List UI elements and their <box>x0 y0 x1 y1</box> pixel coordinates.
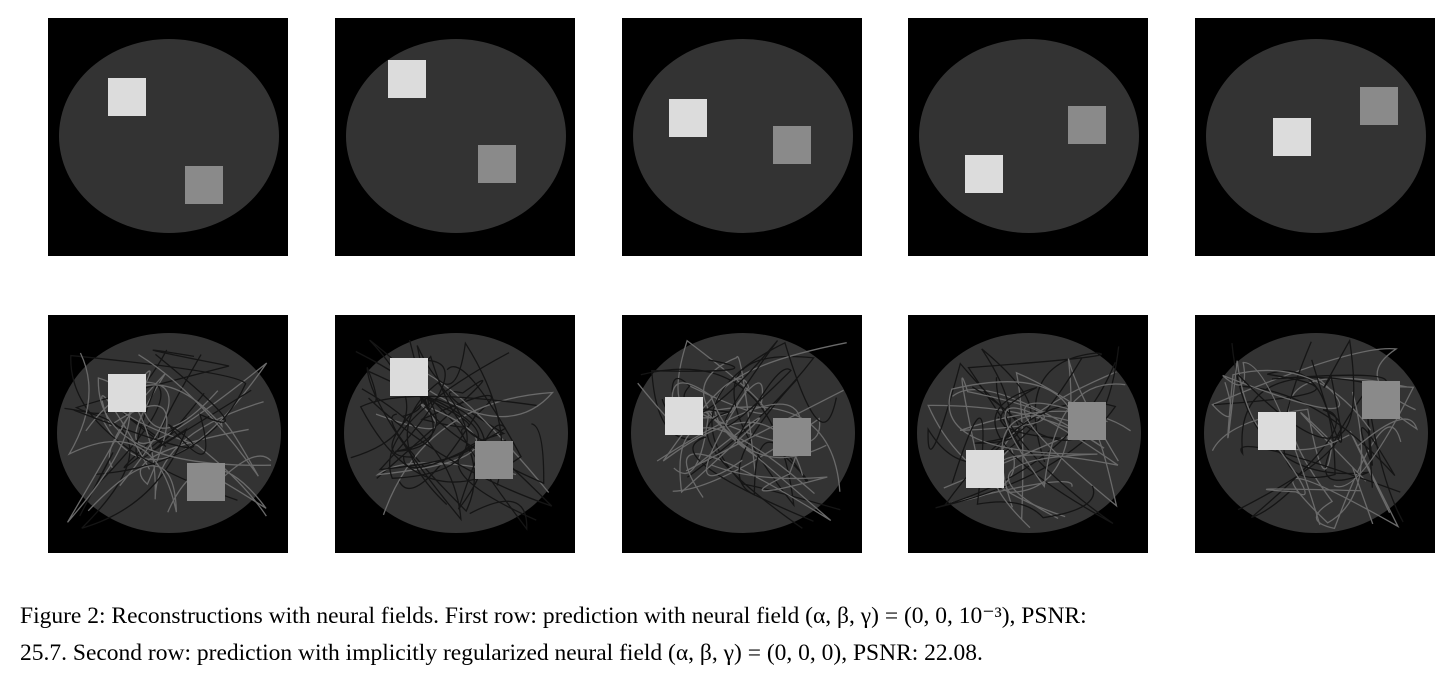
reconstruction-image-row2-col2 <box>335 315 575 553</box>
reconstruction-image-row2-col3 <box>622 315 862 553</box>
artifact-streak <box>79 383 205 517</box>
caption-label: Figure 2: <box>20 603 106 629</box>
artifact-streak <box>673 411 832 522</box>
artifact-streak <box>935 362 1117 509</box>
artifact-streak <box>64 389 252 529</box>
artifact-streak <box>948 381 1098 520</box>
phantom-ellipse <box>59 39 279 233</box>
artifact-streak <box>1211 347 1416 418</box>
phantom-ellipse <box>346 39 566 233</box>
bright-square <box>388 60 426 98</box>
gray-square <box>478 145 516 183</box>
bright-square <box>390 358 428 396</box>
artifact-streak <box>738 379 809 496</box>
artifact-streak <box>388 352 510 505</box>
artifact-streak <box>1287 377 1407 530</box>
artifact-streak <box>711 341 841 511</box>
artifact-streak <box>959 377 1131 458</box>
artifact-streak <box>1237 338 1355 443</box>
artifact-streak <box>1211 408 1367 482</box>
reconstruction-image-row1-col1 <box>48 18 288 256</box>
artifact-streak <box>417 355 545 485</box>
caption-line-1: Reconstructions with neural fields. Firs… <box>111 603 1087 629</box>
artifact-streak <box>1261 426 1374 525</box>
artifact-streak <box>73 353 226 455</box>
bright-square <box>108 374 146 412</box>
gray-square <box>1362 381 1400 419</box>
gray-square <box>187 463 225 501</box>
gray-square <box>773 418 811 456</box>
artifact-streak <box>408 339 503 486</box>
bright-square <box>1258 412 1296 450</box>
gray-square <box>773 126 811 164</box>
artifact-streak <box>67 352 178 513</box>
artifact-streak <box>375 403 517 476</box>
bright-square <box>966 450 1004 488</box>
artifact-streak <box>662 378 804 477</box>
reconstruction-image-row1-col3 <box>622 18 862 256</box>
artifact-streak <box>1292 391 1400 529</box>
artifact-streak <box>101 395 249 486</box>
artifact-streak <box>640 356 815 508</box>
artifact-streak <box>951 417 1095 519</box>
bright-square <box>108 78 146 116</box>
figure-caption: Figure 2: Reconstructions with neural fi… <box>20 598 1440 672</box>
artifact-streak <box>123 354 202 469</box>
gray-square <box>185 166 223 204</box>
bright-square <box>1273 118 1311 156</box>
artifact-streak <box>679 389 844 495</box>
artifact-streak <box>361 367 462 522</box>
bright-square <box>669 99 707 137</box>
artifact-streak <box>382 364 555 516</box>
phantom-ellipse <box>1206 39 1426 233</box>
gray-square <box>1068 106 1106 144</box>
gray-square <box>1360 87 1398 125</box>
artifact-streak <box>677 339 766 419</box>
reconstruction-image-row1-col4 <box>908 18 1148 256</box>
gray-square <box>1068 402 1106 440</box>
bright-square <box>665 397 703 435</box>
bright-square <box>965 155 1003 193</box>
phantom-ellipse <box>633 39 853 233</box>
reconstruction-image-row1-col5 <box>1195 18 1435 256</box>
artifact-streak <box>656 403 828 492</box>
gray-square <box>475 441 513 479</box>
reconstruction-image-row1-col2 <box>335 18 575 256</box>
artifact-streak <box>971 348 1032 459</box>
artifact-streak <box>1001 402 1118 508</box>
reconstruction-image-row2-col1 <box>48 315 288 553</box>
reconstruction-image-row2-col5 <box>1195 315 1435 553</box>
artifact-streak <box>1237 408 1342 519</box>
caption-line-2: 25.7. Second row: prediction with implic… <box>20 640 983 666</box>
reconstruction-image-row2-col4 <box>908 315 1148 553</box>
artifact-streak <box>994 377 1114 525</box>
